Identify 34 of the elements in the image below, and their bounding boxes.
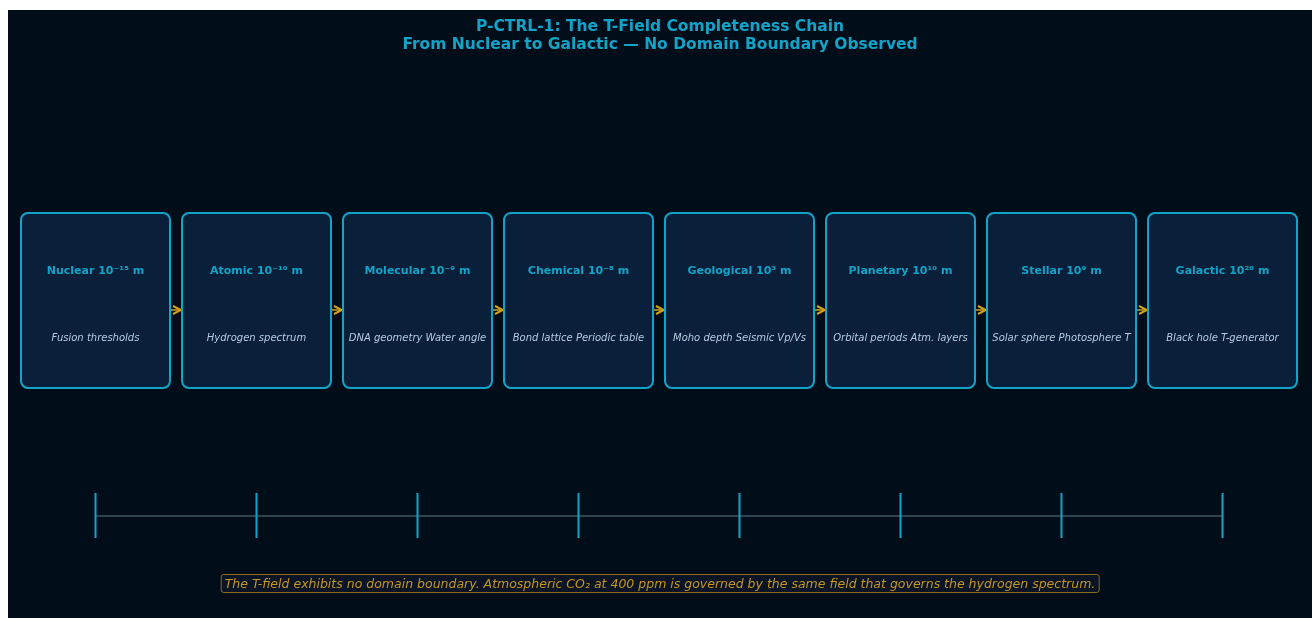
scale-box [825,212,976,389]
example-text: DNA geometry Water angle [348,332,487,344]
arrow [975,305,987,315]
scale-heading: Chemical 10⁻⁸ m [526,264,631,277]
scale-box [342,212,493,389]
scale-heading: Stellar 10⁹ m [1020,264,1103,277]
scale-box [181,212,332,389]
caption-note: The T-field exhibits no domain boundary. Atmospheric CO₂ at 400 ppm is governed by the same field that governs the hydrogen spectrum. [220,574,1100,593]
example-text: Moho depth Seismic Vp/Vs [672,332,807,344]
arrow [653,305,665,315]
example-text: Solar sphere Photosphere T [992,332,1131,344]
scale-heading: Galactic 10²⁰ m [1174,264,1271,277]
arrow [492,305,504,315]
scale-heading: Nuclear 10⁻¹⁵ m [45,264,146,277]
scale-box [20,212,171,389]
example-text: Fusion thresholds [50,332,141,344]
scale-heading: Atomic 10⁻¹⁰ m [209,264,304,277]
scale-box [503,212,654,389]
arrow [814,305,826,315]
example-text: Bond lattice Periodic table [511,332,646,344]
arrow [170,305,182,315]
example-text: Orbital periods Atm. layers [832,332,969,344]
scale-heading: Planetary 10¹⁰ m [847,264,954,277]
scale-box [986,212,1137,389]
example-text: Black hole T-generator [1165,332,1280,344]
arrow [331,305,343,315]
example-text: Hydrogen spectrum [205,332,308,344]
scale-box [664,212,815,389]
diagram-subtitle: From Nuclear to Galactic — No Domain Boundary Observed [401,35,919,53]
scale-box [1147,212,1298,389]
arrow [1136,305,1148,315]
diagram-title: P-CTRL-1: The T-Field Completeness Chain [474,17,846,35]
scale-heading: Geological 10³ m [686,264,793,277]
scale-heading: Molecular 10⁻⁹ m [363,264,472,277]
